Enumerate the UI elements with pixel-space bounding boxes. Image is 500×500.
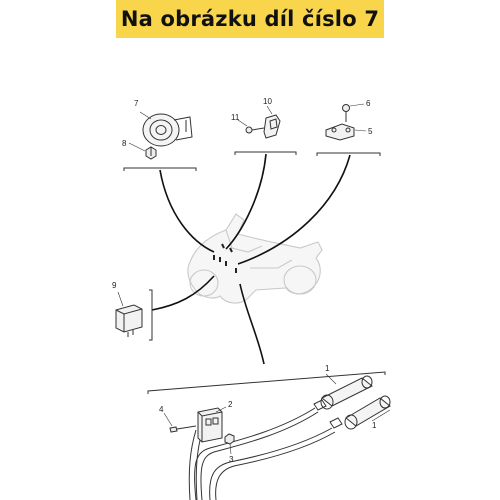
group-bracket	[147, 371, 386, 394]
handlebar-switch-icon	[313, 375, 391, 430]
bracket-group: 6 5	[316, 99, 381, 156]
group-bracket	[234, 151, 297, 155]
horn-bracket-icon	[263, 114, 281, 139]
bracket-icon	[325, 123, 355, 141]
callout-7: 7	[134, 99, 139, 108]
wire-harness	[188, 407, 336, 500]
screw-icon	[169, 425, 197, 433]
location-markers	[213, 243, 237, 273]
group-bracket	[316, 152, 381, 156]
group-bracket	[123, 167, 197, 171]
callout-6: 6	[366, 99, 371, 108]
callout-1: 1	[325, 364, 330, 373]
connector-icon	[197, 407, 223, 443]
page-title: Na obrázku díl číslo 7	[120, 7, 380, 31]
horn-icon	[142, 113, 193, 147]
bolt-icon	[342, 104, 350, 122]
callout-3: 3	[229, 455, 234, 464]
callout-1: 1	[372, 421, 377, 430]
nut-icon	[145, 146, 157, 160]
horn-group: 7 8	[122, 99, 197, 171]
callout-5: 5	[368, 127, 373, 136]
callout-2: 2	[228, 400, 233, 409]
handlebar-switch-group: 1 1 2 3 4	[147, 364, 391, 500]
relay-icon	[115, 304, 143, 337]
bolt-icon	[245, 126, 265, 134]
leader-lines	[151, 153, 351, 365]
callout-4: 4	[159, 405, 164, 414]
group-bracket	[149, 289, 153, 341]
callout-9: 9	[112, 281, 117, 290]
callout-8: 8	[122, 139, 127, 148]
callout-10: 10	[263, 97, 272, 106]
horn-bracket-group: 10 11	[231, 97, 297, 155]
callout-11: 11	[231, 113, 240, 122]
nut-icon	[224, 433, 235, 445]
title-banner: Na obrázku díl číslo 7	[116, 0, 384, 38]
relay-group: 9	[112, 281, 153, 341]
